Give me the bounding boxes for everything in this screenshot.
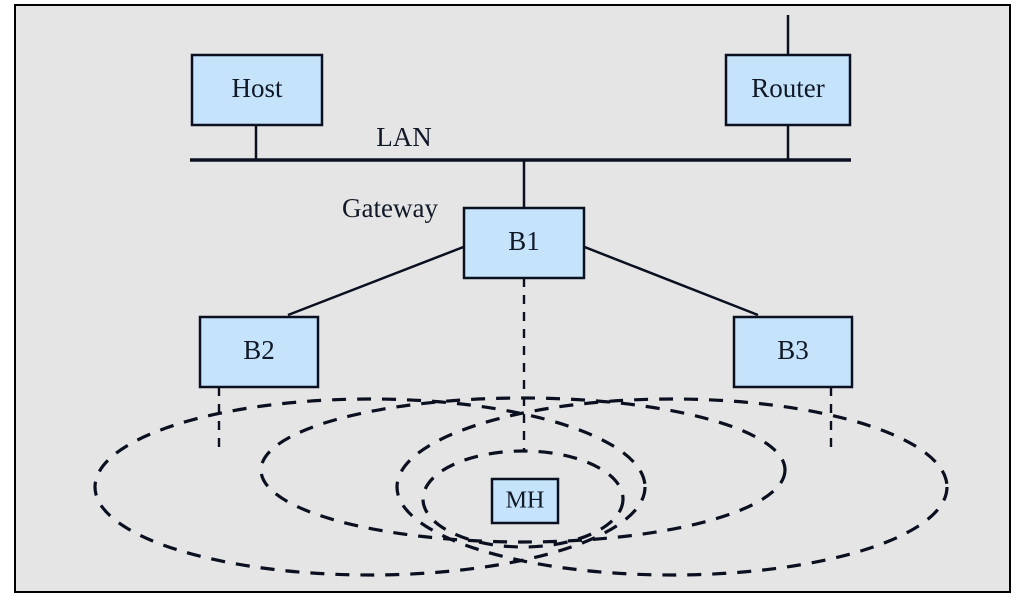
b1-box[interactable] (462, 206, 586, 280)
node-b1[interactable]: B1 (462, 206, 586, 280)
b2-box[interactable] (198, 315, 320, 389)
right-cell-ellipse (395, 397, 949, 577)
node-host[interactable]: Host (190, 53, 324, 127)
node-b3[interactable]: B3 (732, 315, 854, 389)
b3-box[interactable] (732, 315, 854, 389)
mh-label: MH (506, 488, 545, 514)
node-b2[interactable]: B2 (198, 315, 320, 389)
host-label: Host (231, 73, 283, 103)
b1-label: B1 (508, 226, 540, 256)
left-cell-ellipse (93, 397, 647, 577)
b2-label: B2 (243, 335, 275, 365)
link-b1-to-b3 (581, 244, 759, 317)
links-group (217, 15, 833, 452)
gateway-label: Gateway (342, 193, 438, 223)
node-router[interactable]: Router (724, 53, 852, 127)
link-b1-to-b2 (287, 244, 467, 317)
router-box[interactable] (724, 53, 852, 127)
host-box[interactable] (190, 53, 324, 127)
lan-label: LAN (376, 122, 432, 152)
b3-label: B3 (777, 335, 809, 365)
router-label: Router (751, 73, 825, 103)
node-mh[interactable]: MH (490, 477, 560, 525)
mh-box[interactable] (490, 477, 560, 525)
